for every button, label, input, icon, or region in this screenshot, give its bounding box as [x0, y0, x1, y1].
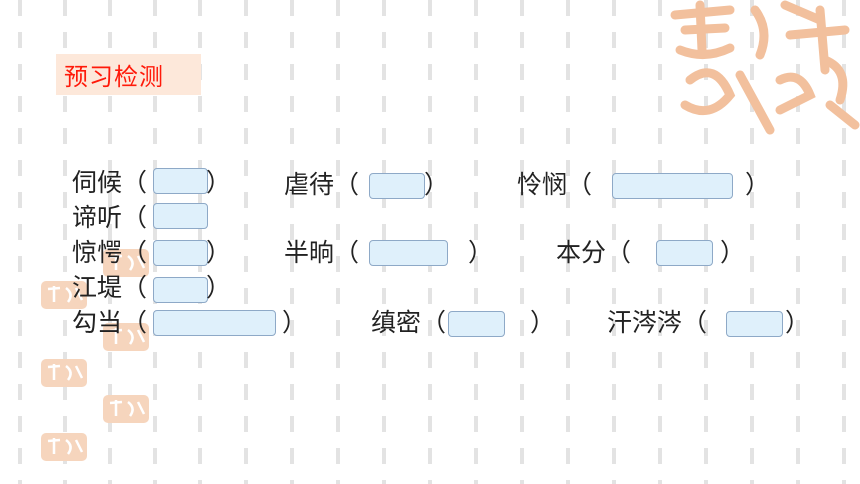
- answer-box[interactable]: [612, 173, 733, 199]
- jixiang-seal-small-icon: [103, 249, 149, 277]
- jixiang-seal-small-icon: [41, 359, 87, 387]
- answer-box[interactable]: [369, 240, 448, 266]
- jixiang-seal-small-icon: [103, 395, 149, 423]
- close-paren: ）: [785, 308, 811, 337]
- word-label: 谛听（: [72, 203, 148, 232]
- close-paren: ）: [206, 168, 232, 197]
- answer-box[interactable]: [153, 277, 208, 303]
- close-paren: ）: [206, 238, 232, 267]
- close-paren: ）: [424, 170, 450, 199]
- answer-box[interactable]: [448, 311, 505, 337]
- title-banner: 预习检测: [56, 54, 201, 95]
- word-label: 伺候（: [72, 168, 148, 197]
- word-label: 本分（: [556, 238, 632, 267]
- close-paren: ）: [745, 170, 771, 199]
- close-paren: ）: [530, 308, 556, 337]
- answer-box[interactable]: [726, 311, 783, 337]
- word-label: 勾当（: [72, 308, 148, 337]
- word-label: 虐待（: [284, 170, 360, 199]
- answer-box[interactable]: [153, 203, 208, 229]
- word-label: 缜密（: [371, 308, 447, 337]
- close-paren: ）: [282, 308, 308, 337]
- word-label: 半晌（: [284, 238, 360, 267]
- close-paren: ）: [206, 273, 232, 302]
- answer-box[interactable]: [369, 173, 425, 199]
- answer-box[interactable]: [153, 310, 276, 336]
- word-label: 惊愕（: [72, 238, 148, 267]
- jixiang-seal-small-icon: [103, 323, 149, 351]
- jixiang-seal-small-icon: [41, 433, 87, 461]
- jixiang-seal-small-icon: [41, 281, 87, 309]
- page-title: 预习检测: [64, 63, 164, 91]
- word-label: 怜悯（: [517, 170, 593, 199]
- answer-box[interactable]: [153, 168, 208, 194]
- word-label: 江堤（: [72, 273, 148, 302]
- answer-box[interactable]: [153, 240, 208, 266]
- word-label: 汗涔涔（: [607, 308, 708, 337]
- jixiang-seal-large-icon: [670, 0, 860, 135]
- close-paren: ）: [720, 238, 746, 267]
- answer-box[interactable]: [656, 240, 713, 266]
- close-paren: ）: [468, 238, 494, 267]
